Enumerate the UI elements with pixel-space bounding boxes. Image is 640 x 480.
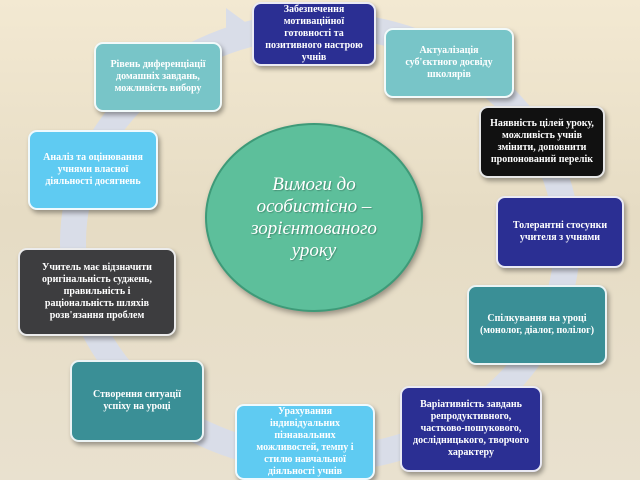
requirement-box: Спілкування на уроці (монолог, діалог, п… [467, 285, 607, 365]
requirement-text: Урахування індивідуальних пізнавальних м… [256, 406, 354, 477]
requirement-box: Урахування індивідуальних пізнавальних м… [235, 404, 375, 480]
requirement-text: Рівень диференціації домашніх завдань, м… [110, 59, 206, 94]
requirement-text: Варіативність завдань репродуктивного, ч… [413, 399, 529, 458]
requirement-text: Створення ситуації успіху на уроці [93, 389, 181, 412]
requirement-box: Актуалізація суб'єктного досвіду школярі… [384, 28, 514, 98]
requirement-box: Створення ситуації успіху на уроці [70, 360, 204, 442]
requirement-box: Наявність цілей уроку, можливість учнів … [479, 106, 605, 178]
central-topic-text: Вимоги до особистісно – зорієнтованого у… [251, 173, 377, 261]
requirement-box: Забезпечення мотиваційної готовності та … [252, 2, 376, 66]
requirement-box: Рівень диференціації домашніх завдань, м… [94, 42, 222, 112]
requirement-text: Толерантні стосунки учителя з учнями [512, 220, 608, 243]
central-topic: Вимоги до особистісно – зорієнтованого у… [205, 123, 423, 312]
requirement-box: Варіативність завдань репродуктивного, ч… [400, 386, 542, 472]
requirement-box: Толерантні стосунки учителя з учнями [496, 196, 624, 268]
cycle-arrow-head [226, 8, 256, 52]
requirement-text: Актуалізація суб'єктного досвіду школярі… [405, 45, 493, 80]
requirement-box: Учитель має відзначити оригінальність су… [18, 248, 176, 336]
requirement-text: Аналіз та оцінювання учнями власної діял… [43, 152, 143, 187]
requirement-box: Аналіз та оцінювання учнями власної діял… [28, 130, 158, 210]
requirement-text: Учитель має відзначити оригінальність су… [42, 262, 152, 321]
requirement-text: Наявність цілей уроку, можливість учнів … [490, 118, 594, 165]
requirement-text: Забезпечення мотиваційної готовності та … [265, 4, 363, 63]
requirement-text: Спілкування на уроці (монолог, діалог, п… [479, 313, 595, 336]
